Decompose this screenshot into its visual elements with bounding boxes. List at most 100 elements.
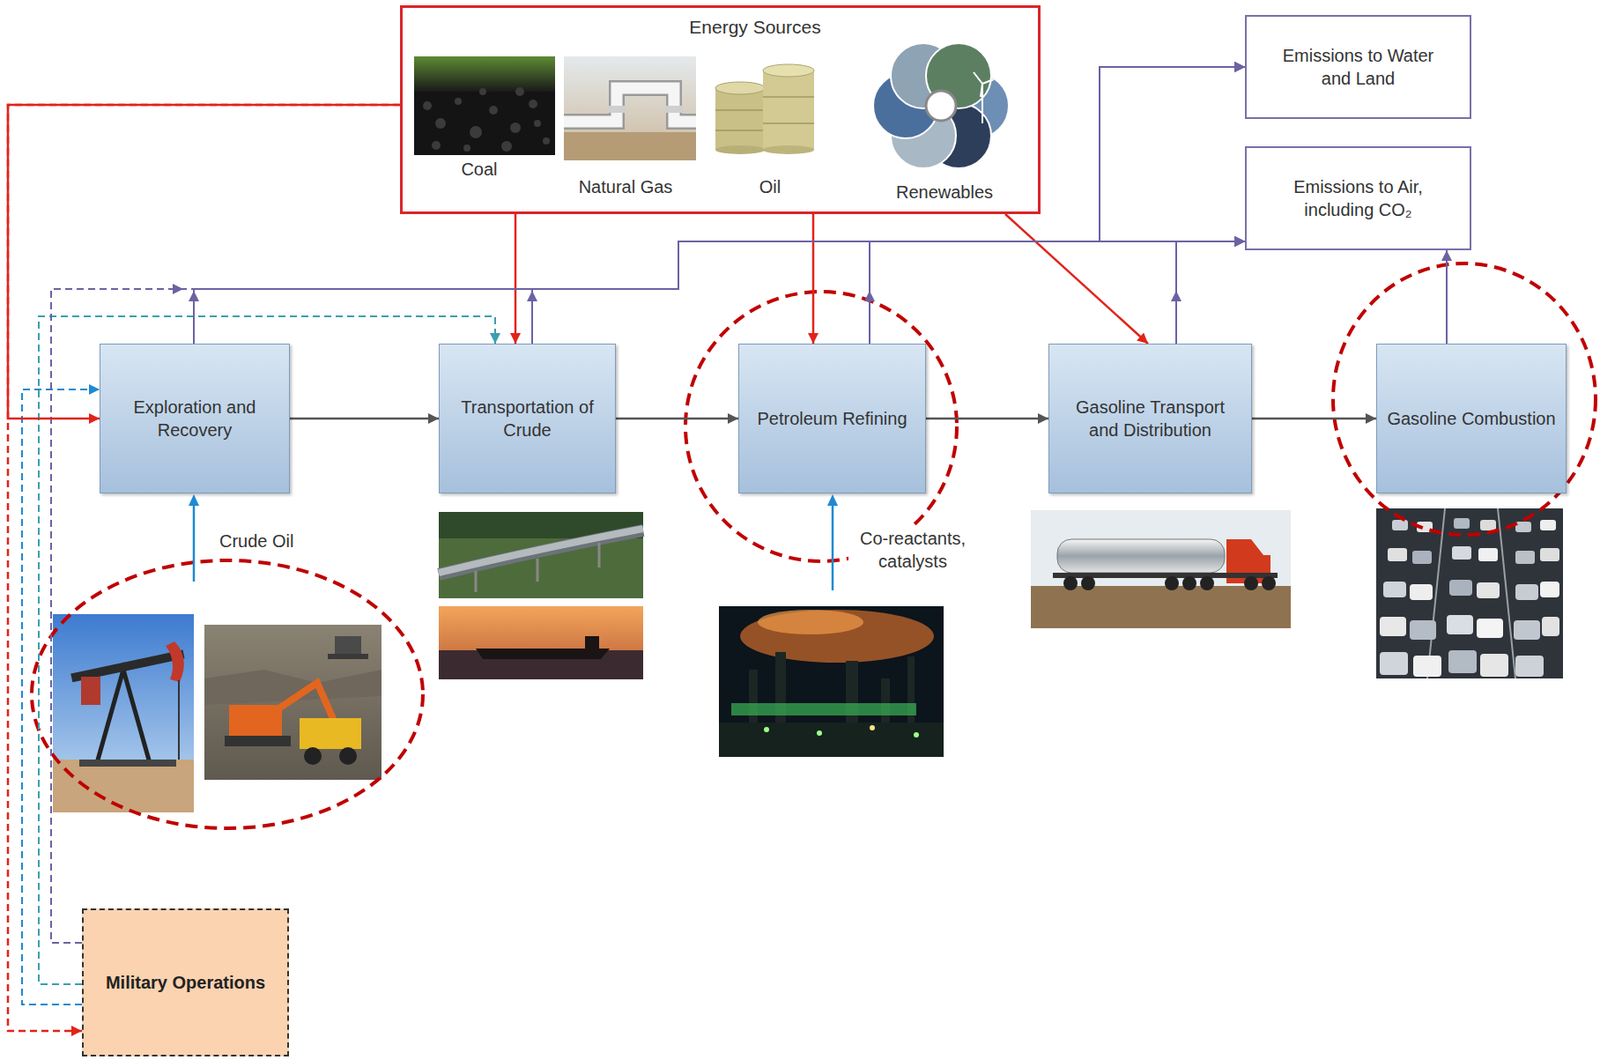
process-box: Gasoline Transport and Distribution xyxy=(1048,343,1252,494)
coal-photo xyxy=(414,56,556,156)
node-title: Emissions to Water and Land xyxy=(1266,44,1452,90)
pump-jack-photo xyxy=(79,759,177,767)
refinery-photo xyxy=(718,722,944,757)
pipeline-photo xyxy=(438,528,644,573)
refinery-photo xyxy=(718,606,944,757)
input-label: Crude Oil xyxy=(216,529,297,553)
tanker-truck-photo xyxy=(1030,510,1291,629)
traffic-photo xyxy=(1383,581,1407,598)
coal-photo xyxy=(469,125,482,139)
renewables-photo xyxy=(925,90,956,121)
node-caption: Oil xyxy=(759,175,781,199)
connector xyxy=(925,417,1049,421)
tanker-truck-photo xyxy=(1200,576,1215,591)
coal-photo xyxy=(479,88,487,96)
traffic-photo xyxy=(1453,518,1470,529)
renewables-photo xyxy=(973,72,994,97)
node-caption: Renewables xyxy=(896,180,993,204)
coal-photo xyxy=(488,105,498,115)
natural-gas-photo xyxy=(563,132,697,161)
traffic-photo xyxy=(1541,616,1560,637)
connector xyxy=(615,417,739,421)
traffic-photo xyxy=(1478,548,1498,562)
pump-jack-photo xyxy=(177,680,180,760)
pipeline-photo xyxy=(438,511,644,599)
coal-photo xyxy=(510,122,521,134)
traffic-photo xyxy=(1515,550,1535,564)
oil-barrels-photo xyxy=(715,64,815,155)
mining-photo xyxy=(303,747,322,765)
coal-photo xyxy=(414,56,556,92)
node-title: Emissions to Air, including CO₂ xyxy=(1266,175,1452,222)
connector xyxy=(869,241,1245,344)
mining-photo xyxy=(229,704,282,736)
ship-photo xyxy=(438,606,644,680)
traffic-photo xyxy=(1409,620,1437,640)
refinery-photo xyxy=(718,606,944,757)
node-caption: Natural Gas xyxy=(578,175,674,199)
oil-barrels-photo xyxy=(715,109,765,112)
node-title: Military Operations xyxy=(105,970,266,994)
mining-photo xyxy=(299,718,362,749)
traffic-photo xyxy=(1412,550,1432,564)
input-arrow xyxy=(831,503,835,591)
mining-photo xyxy=(327,653,369,660)
connector xyxy=(514,214,518,344)
tanker-truck-photo xyxy=(1261,576,1276,591)
coal-photo xyxy=(414,56,556,156)
coal-photo xyxy=(431,140,441,150)
traffic-photo xyxy=(1379,651,1408,675)
coal-photo xyxy=(463,144,471,152)
traffic-photo xyxy=(1540,519,1556,531)
mining-photo xyxy=(339,747,357,765)
energy-source-box: Energy SourcesCoalNatural GasOilRenewabl… xyxy=(400,5,1041,215)
coal-photo xyxy=(501,140,512,152)
pipeline-photo xyxy=(536,558,540,582)
traffic-photo xyxy=(1480,519,1497,531)
traffic-photo xyxy=(1515,655,1544,677)
connector xyxy=(193,241,1245,344)
tanker-truck-photo xyxy=(1164,576,1179,591)
traffic-photo xyxy=(1513,620,1541,640)
traffic-photo xyxy=(1515,584,1539,600)
oil-barrels-photo xyxy=(762,122,815,125)
refinery-photo xyxy=(869,725,875,731)
pump-jack-photo xyxy=(81,676,101,705)
tanker-truck-photo xyxy=(1030,510,1291,629)
connector xyxy=(51,66,1245,943)
coal-photo xyxy=(454,97,462,105)
oil-barrels-photo xyxy=(762,145,815,155)
mining-photo xyxy=(224,735,291,747)
refinery-photo xyxy=(816,730,823,736)
highlight-ellipse xyxy=(31,560,423,829)
connector xyxy=(193,66,1245,344)
process-box: Exploration and Recovery xyxy=(99,343,290,494)
traffic-photo xyxy=(1476,582,1500,599)
natural-gas-photo xyxy=(665,105,683,113)
oil-barrels-photo xyxy=(715,88,765,150)
connector xyxy=(1005,214,1149,344)
natural-gas-photo xyxy=(607,105,626,113)
oil-barrels-photo xyxy=(762,64,815,77)
input-arrow xyxy=(827,494,838,506)
traffic-photo xyxy=(1449,579,1473,596)
oil-barrels-photo xyxy=(715,81,765,95)
traffic-photo xyxy=(1387,548,1408,562)
connector xyxy=(7,104,400,1031)
input-label: Co-reactants, catalysts xyxy=(848,526,978,573)
emission-box: Emissions to Water and Land xyxy=(1244,14,1472,119)
node-title: Exploration and Recovery xyxy=(110,395,280,442)
natural-gas-photo xyxy=(563,88,697,122)
traffic-photo xyxy=(1451,546,1472,560)
oil-barrels-photo xyxy=(762,96,815,98)
connector xyxy=(869,66,1245,344)
tanker-truck-photo xyxy=(1057,539,1225,573)
mining-photo xyxy=(334,636,362,654)
connector xyxy=(532,66,1245,344)
emission-box: Emissions to Air, including CO₂ xyxy=(1244,146,1472,251)
highlight-ellipse xyxy=(685,291,957,562)
pipeline-photo xyxy=(474,570,478,593)
traffic-photo xyxy=(1476,618,1504,638)
pump-jack-photo xyxy=(52,614,194,813)
highlight-ellipse xyxy=(1333,263,1596,535)
